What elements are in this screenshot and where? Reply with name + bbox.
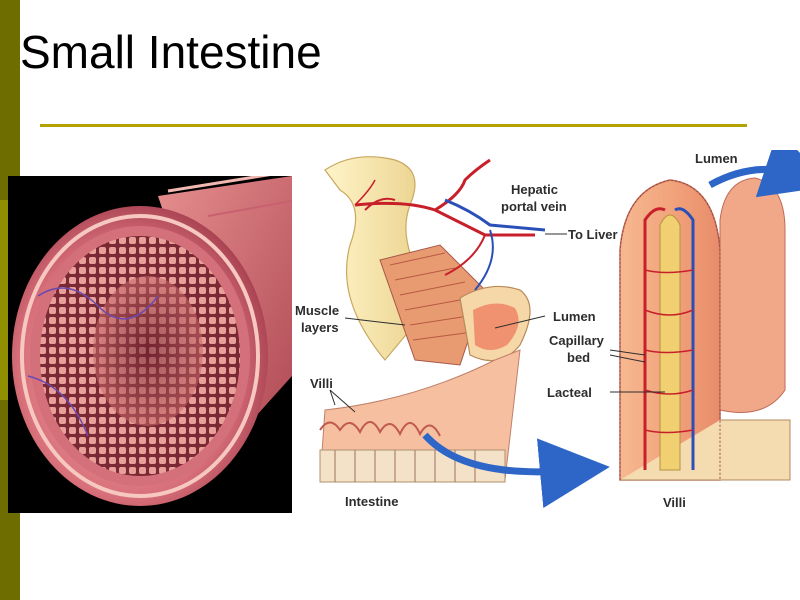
- label-lumen-mid: Lumen: [553, 309, 596, 324]
- label-capillary-bed-1: Capillary: [549, 333, 604, 348]
- label-muscle-layers-2: layers: [301, 320, 339, 335]
- label-villi-bottom: Villi: [663, 495, 686, 510]
- label-hepatic-portal-vein-2: portal vein: [501, 199, 567, 214]
- label-lumen-top: Lumen: [695, 151, 738, 166]
- slide-title: Small Intestine: [20, 24, 322, 80]
- label-villi-left: Villi: [310, 376, 333, 391]
- label-hepatic-portal-vein-1: Hepatic: [511, 182, 558, 197]
- title-divider: [40, 124, 747, 127]
- villi-diagram: Lumen Hepatic portal vein To Liver Muscl…: [295, 150, 800, 520]
- label-to-liver: To Liver: [568, 227, 618, 242]
- intestine-cross-section-image: [8, 176, 292, 513]
- label-lacteal: Lacteal: [547, 385, 592, 400]
- label-capillary-bed-2: bed: [567, 350, 590, 365]
- label-intestine: Intestine: [345, 494, 398, 509]
- label-muscle-layers-1: Muscle: [295, 303, 339, 318]
